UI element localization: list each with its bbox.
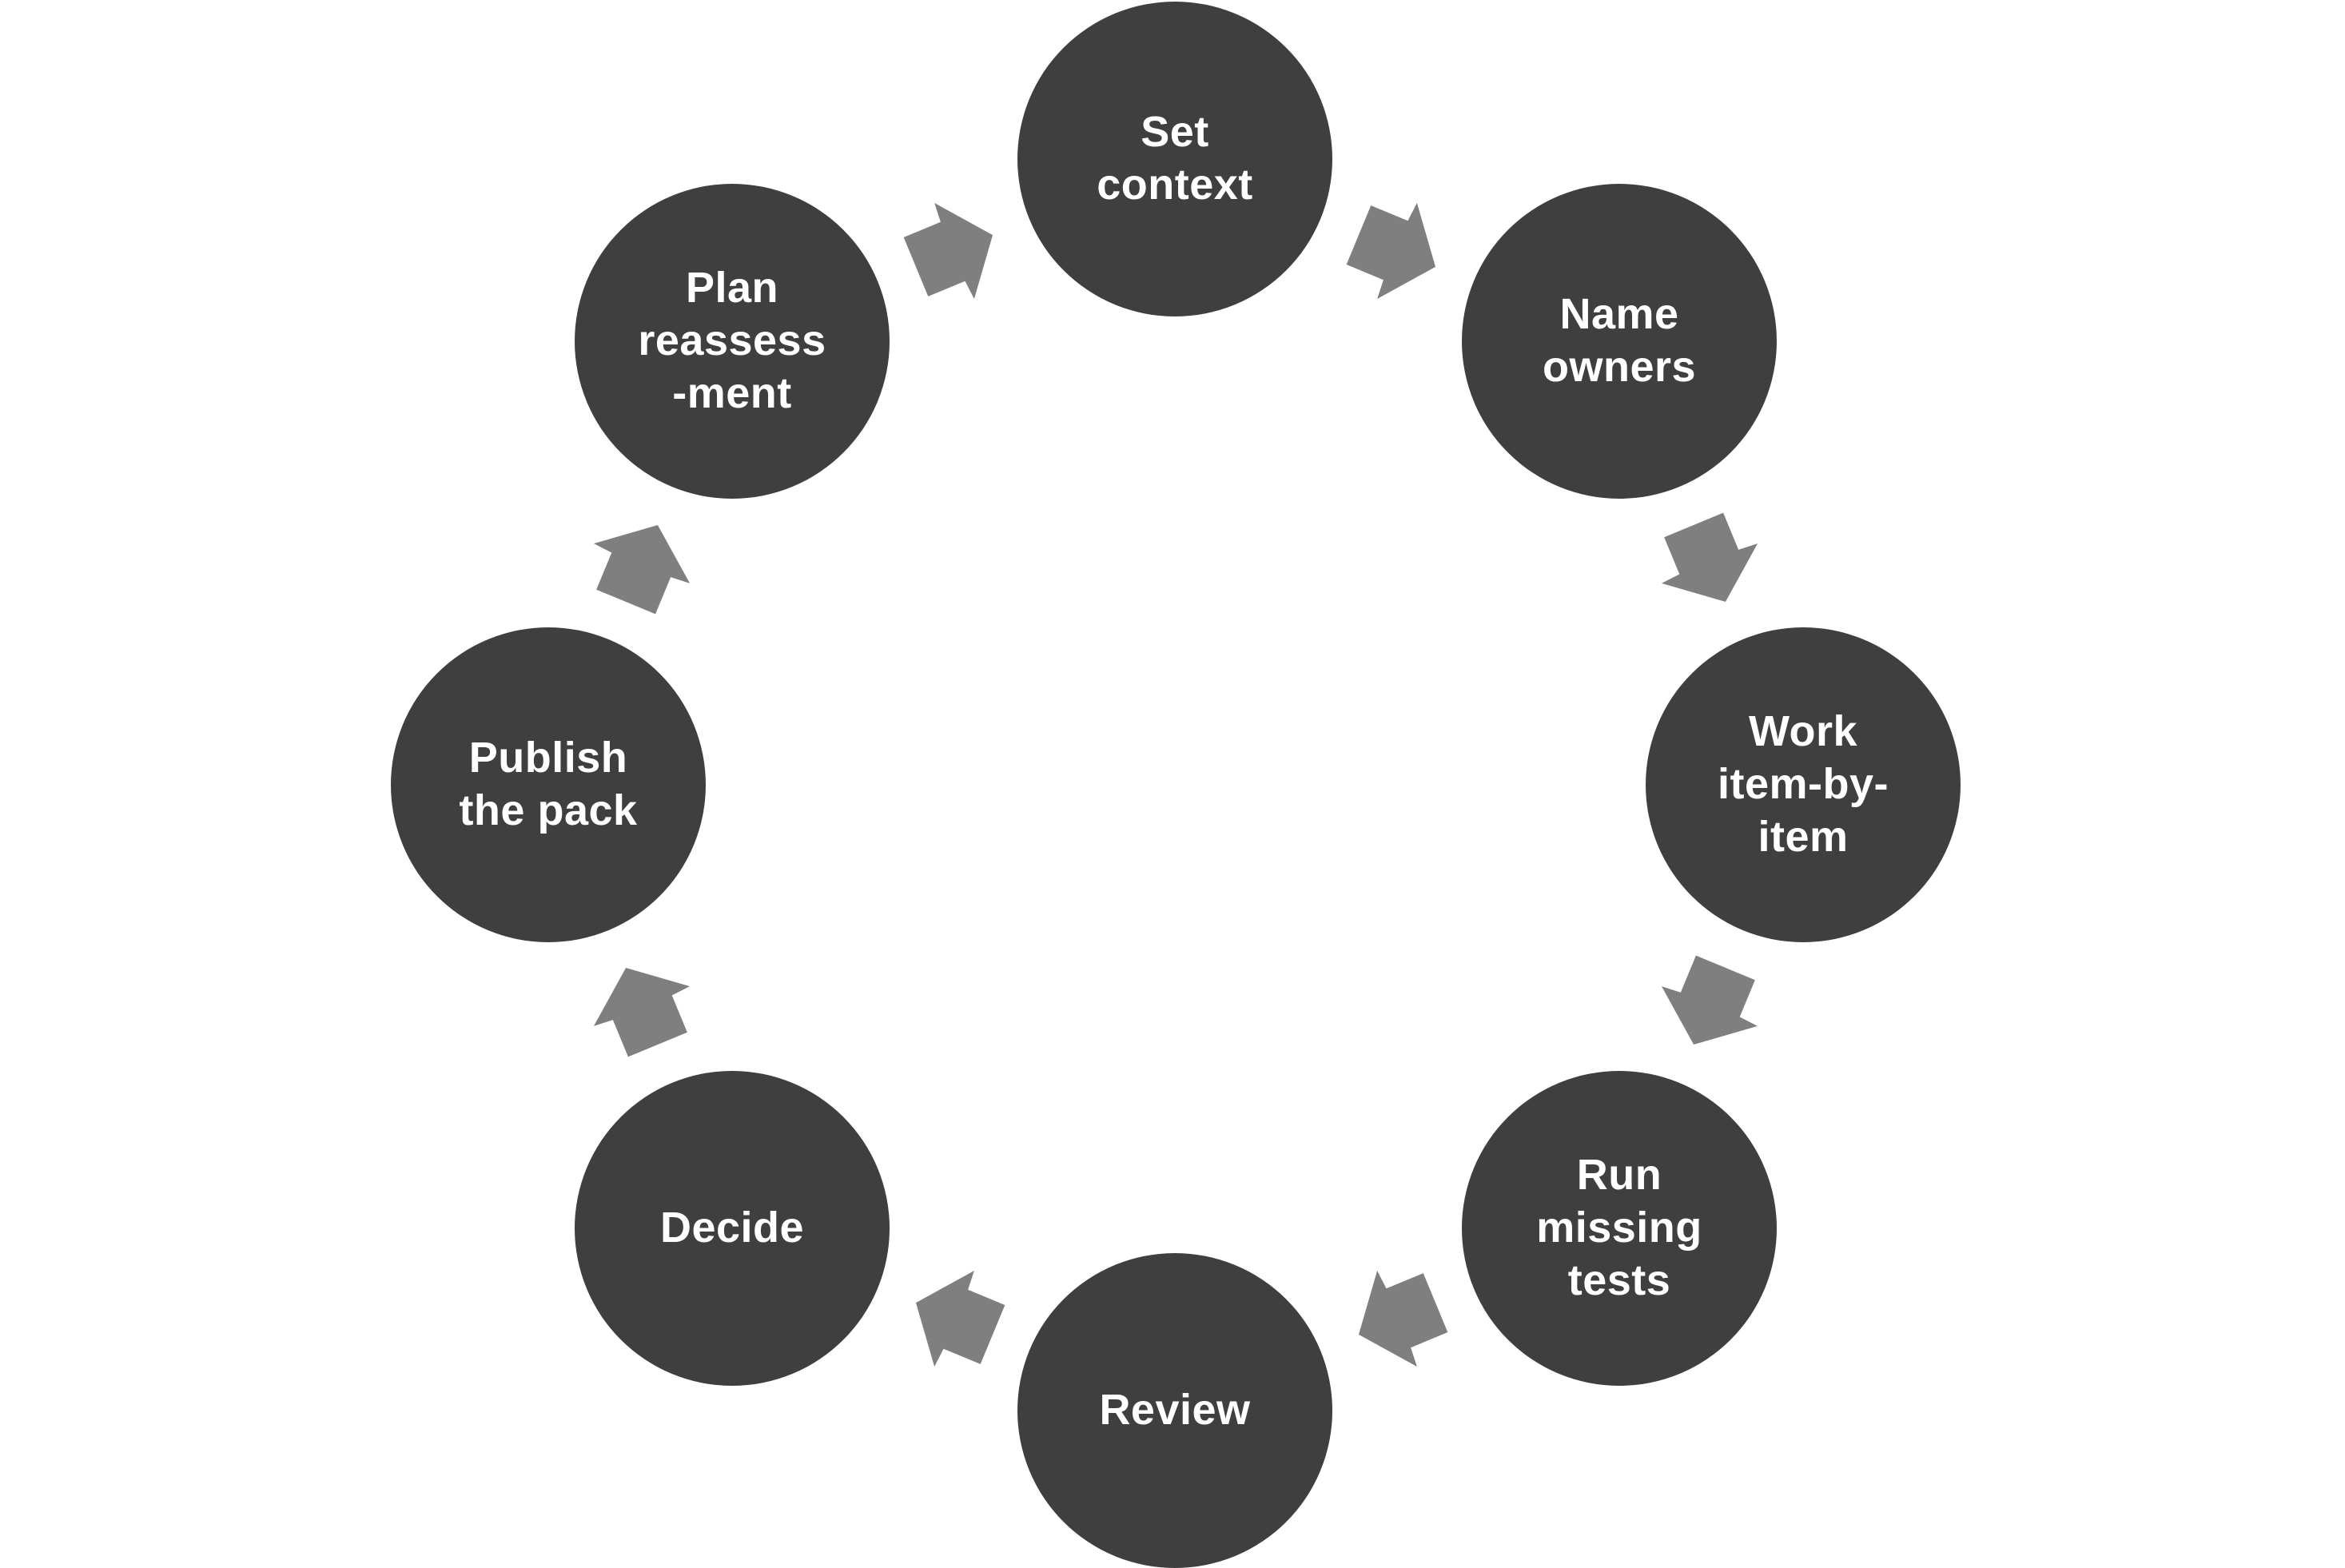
cycle-node-plan-reassessment: Plan reassess -ment <box>575 184 890 499</box>
node-label-review: Review <box>1099 1386 1251 1435</box>
node-label-publish-the-pack: Publish the pack <box>459 734 638 834</box>
node-label-plan-reassessment: Plan reassess -ment <box>638 264 826 417</box>
arrow-icon-set-context-to-name-owners <box>1346 202 1436 300</box>
cycle-node-publish-the-pack: Publish the pack <box>391 627 706 942</box>
arrow-icon-plan-reassessment-to-set-context <box>903 202 993 300</box>
arrow-icon-work-item-by-item-to-run-missing-tests <box>1661 955 1758 1045</box>
arrow-icon-run-missing-tests-to-review <box>1358 1270 1448 1367</box>
arrow-icon-name-owners-to-work-item-by-item <box>1661 512 1758 603</box>
arrow-icon-decide-to-publish-the-pack <box>593 967 691 1057</box>
cycle-node-set-context: Set context <box>1017 2 1332 316</box>
node-label-name-owners: Name owners <box>1542 290 1697 391</box>
cycle-node-name-owners: Name owners <box>1462 184 1777 499</box>
cycle-node-run-missing-tests: Run missing tests <box>1462 1071 1777 1386</box>
node-label-run-missing-tests: Run missing tests <box>1536 1151 1702 1304</box>
arrow-icon-review-to-decide <box>915 1270 1005 1367</box>
node-label-work-item-by-item: Work item-by- item <box>1717 707 1889 861</box>
node-label-set-context: Set context <box>1097 108 1253 209</box>
cycle-node-decide: Decide <box>575 1071 890 1386</box>
cycle-node-work-item-by-item: Work item-by- item <box>1646 627 1961 942</box>
arrow-icon-publish-the-pack-to-plan-reassessment <box>593 524 691 615</box>
cycle-node-review: Review <box>1017 1253 1332 1568</box>
node-label-decide: Decide <box>659 1204 805 1252</box>
